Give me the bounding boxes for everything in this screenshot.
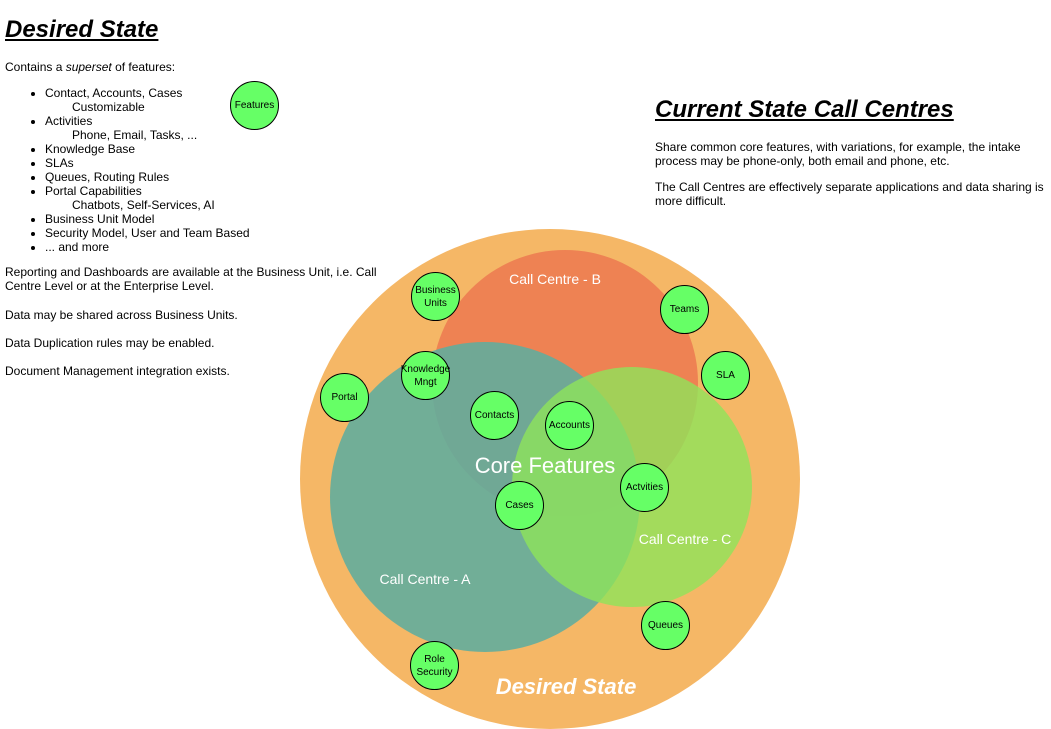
intro-emphasis: superset <box>65 60 112 74</box>
feature-item: SLAs <box>45 156 250 170</box>
feature-subitem: Chatbots, Self-Services, AI <box>72 198 215 212</box>
duplication-paragraph: Data Duplication rules may be enabled. <box>5 336 215 350</box>
role-security-bubble: Role Security <box>410 641 459 690</box>
cases-bubble: Cases <box>495 481 544 530</box>
desired-state-title: Desired State <box>5 16 159 43</box>
core-features-label: Core Features <box>475 453 616 478</box>
document-management-paragraph: Document Management integration exists. <box>5 364 230 378</box>
queues-bubble: Queues <box>641 601 690 650</box>
call-centre-b-label: Call Centre - B <box>509 271 601 287</box>
feature-item: Security Model, User and Team Based <box>45 226 250 240</box>
data-shared-paragraph: Data may be shared across Business Units… <box>5 308 238 322</box>
feature-item: Business Unit Model <box>45 212 250 226</box>
share-common-paragraph: Share common core features, with variati… <box>655 140 1021 168</box>
intro-prefix: Contains a <box>5 60 66 74</box>
accounts-bubble: Accounts <box>545 401 594 450</box>
feature-item: Portal Capabilities <box>45 184 250 198</box>
features-bubble: Features <box>230 81 279 130</box>
feature-list: Contact, Accounts, CasesCustomizableActi… <box>5 86 250 254</box>
call-centre-a-label: Call Centre - A <box>379 571 471 587</box>
separate-apps-paragraph: The Call Centres are effectively separat… <box>655 180 1044 208</box>
call-centre-c-label: Call Centre - C <box>639 531 732 547</box>
sla-bubble: SLA <box>701 351 750 400</box>
contacts-bubble: Contacts <box>470 391 519 440</box>
superset-intro: Contains a superset of features: <box>5 60 175 74</box>
feature-subitem: Phone, Email, Tasks, ... <box>72 128 198 142</box>
feature-item: Contact, Accounts, Cases <box>45 86 250 100</box>
feature-subitem: Customizable <box>72 100 145 114</box>
knowledge-mngt-bubble: Knowledge Mngt <box>401 351 450 400</box>
intro-suffix: of features: <box>111 60 176 74</box>
activities-bubble: Actvities <box>620 463 669 512</box>
current-state-title: Current State Call Centres <box>655 96 954 123</box>
feature-item: Activities <box>45 114 250 128</box>
teams-bubble: Teams <box>660 285 709 334</box>
feature-item: ... and more <box>45 240 250 254</box>
business-units-bubble: Business Units <box>411 272 460 321</box>
reporting-paragraph: Reporting and Dashboards are available a… <box>5 265 377 293</box>
desired-state-diagram-label: Desired State <box>496 674 637 699</box>
feature-item: Queues, Routing Rules <box>45 170 250 184</box>
portal-bubble: Portal <box>320 373 369 422</box>
feature-item: Knowledge Base <box>45 142 250 156</box>
